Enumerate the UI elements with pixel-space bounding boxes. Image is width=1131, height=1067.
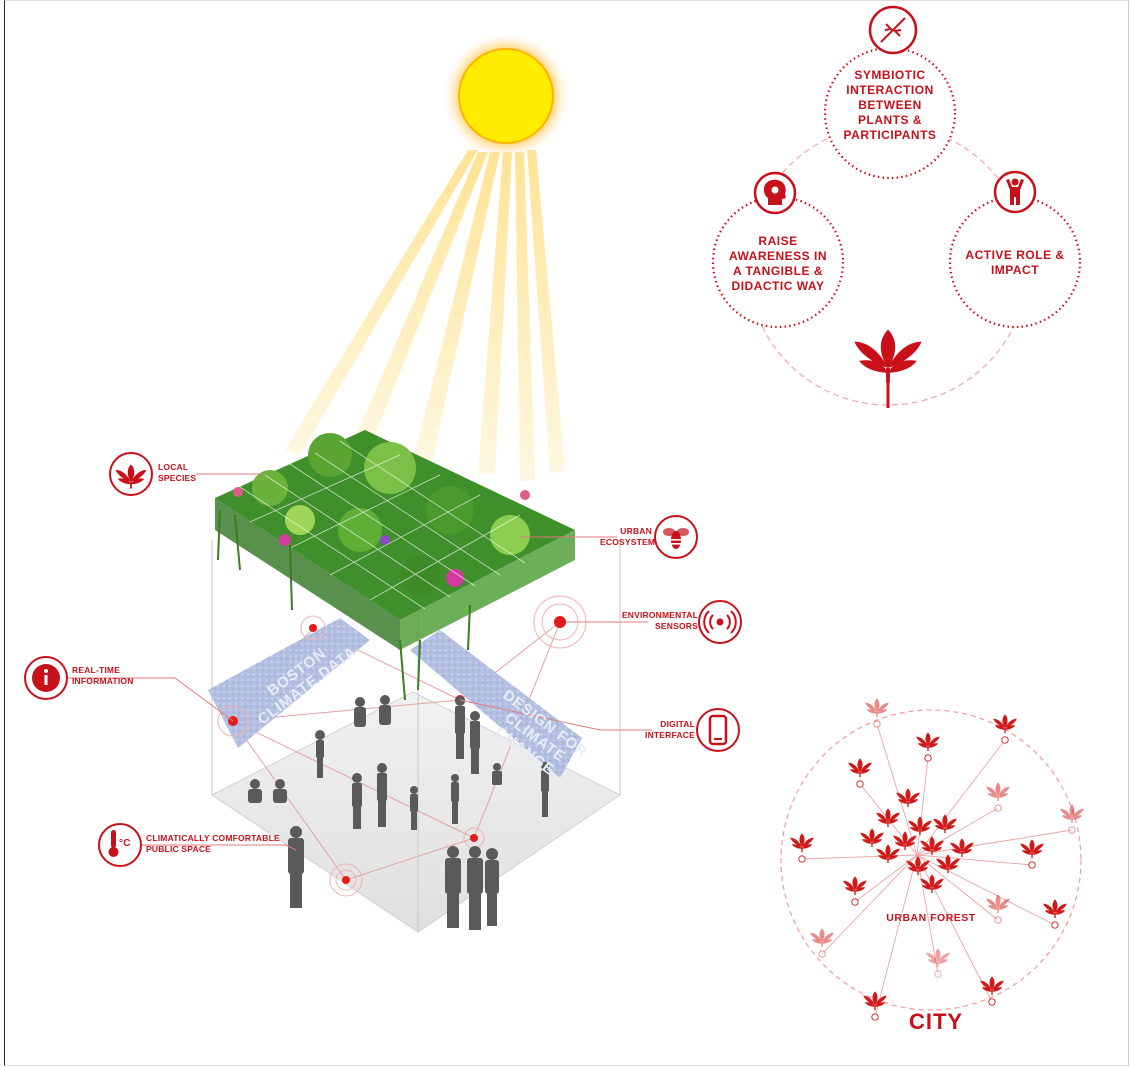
green-canopy <box>215 430 575 701</box>
values-diagram <box>711 46 1082 406</box>
forest-plant-icon <box>916 732 940 752</box>
forest-plant-icon <box>876 808 900 828</box>
forest-plant-icon <box>893 831 917 851</box>
forest-plants <box>790 698 1084 1021</box>
forest-plant-icon <box>986 782 1010 802</box>
forest-node <box>934 970 942 978</box>
info-icon <box>24 656 68 700</box>
forest-plant-icon <box>906 856 930 876</box>
forest-plant-icon <box>863 991 887 1011</box>
urban-forest-diagram <box>780 709 1082 1011</box>
urban-ecosystem-label: URBAN ECOSYSTEM <box>600 526 656 547</box>
head-idea-icon <box>753 171 797 215</box>
forest-plant-icon <box>933 814 957 834</box>
forest-node <box>873 720 881 728</box>
person-raised-arms-icon <box>993 170 1037 214</box>
forest-node <box>798 855 806 863</box>
forest-plant-icon <box>810 928 834 948</box>
diagram-frame <box>4 0 1129 1066</box>
thermometer-unit: °C <box>119 838 131 849</box>
forest-plant-icon <box>865 698 889 718</box>
urban-forest-label: URBAN FOREST <box>886 912 976 924</box>
forest-node <box>988 998 996 1006</box>
forest-node <box>994 916 1002 924</box>
forest-plant-icon <box>860 828 884 848</box>
people-silhouettes <box>248 695 549 930</box>
forest-node <box>1001 736 1009 744</box>
forest-node <box>1051 921 1059 929</box>
forest-plant-icon <box>926 948 950 968</box>
forest-node <box>1068 826 1076 834</box>
thermometer-icon <box>98 823 142 867</box>
arrows-inward-icon <box>868 5 918 55</box>
forest-node <box>924 754 932 762</box>
real-time-label: REAL-TIME INFORMATION <box>72 665 134 686</box>
forest-plant-icon <box>1043 899 1067 919</box>
value-active-role-text: ACTIVE ROLE & IMPACT <box>965 248 1065 277</box>
local-species-label: LOCAL SPECIES <box>158 462 197 483</box>
forest-node <box>818 950 826 958</box>
environmental-sensors-label: ENVIRONMENTAL SENSORS <box>621 610 698 631</box>
phone-icon <box>696 708 740 752</box>
forest-node <box>856 780 864 788</box>
forest-plant-icon <box>908 816 932 836</box>
city-title: CITY <box>908 1009 964 1034</box>
forest-plant-icon <box>790 833 814 853</box>
data-bands <box>208 618 582 778</box>
forest-node <box>851 898 859 906</box>
digital-interface-label: DIGITAL INTERFACE <box>645 719 695 740</box>
forest-plant-icon <box>1020 839 1044 859</box>
forest-plant-icon <box>993 714 1017 734</box>
value-awareness-text: RAISE AWARENESS IN A TANGIBLE & DIDACTIC… <box>728 234 827 293</box>
callout-leaders <box>62 473 652 851</box>
value-symbiotic-text: SYMBIOTIC INTERACTION BETWEEN PLANTS & P… <box>843 68 937 142</box>
forest-node <box>871 1013 879 1021</box>
forest-node <box>1028 861 1036 869</box>
forest-plant-icon <box>1060 804 1084 824</box>
sun-icon <box>444 34 568 158</box>
forest-plant-icon <box>950 838 974 858</box>
forest-plant-icon <box>848 758 872 778</box>
forest-plant-icon <box>843 876 867 896</box>
climatic-label: CLIMATICALLY COMFORTABLE PUBLIC SPACE <box>146 833 280 854</box>
broadcast-icon <box>698 600 742 644</box>
forest-node <box>994 804 1002 812</box>
sun-rays <box>285 150 565 482</box>
forest-plant-icon <box>876 844 900 864</box>
bee-icon <box>654 515 698 559</box>
local-species-icon <box>109 452 153 496</box>
plant-icon <box>854 324 922 408</box>
